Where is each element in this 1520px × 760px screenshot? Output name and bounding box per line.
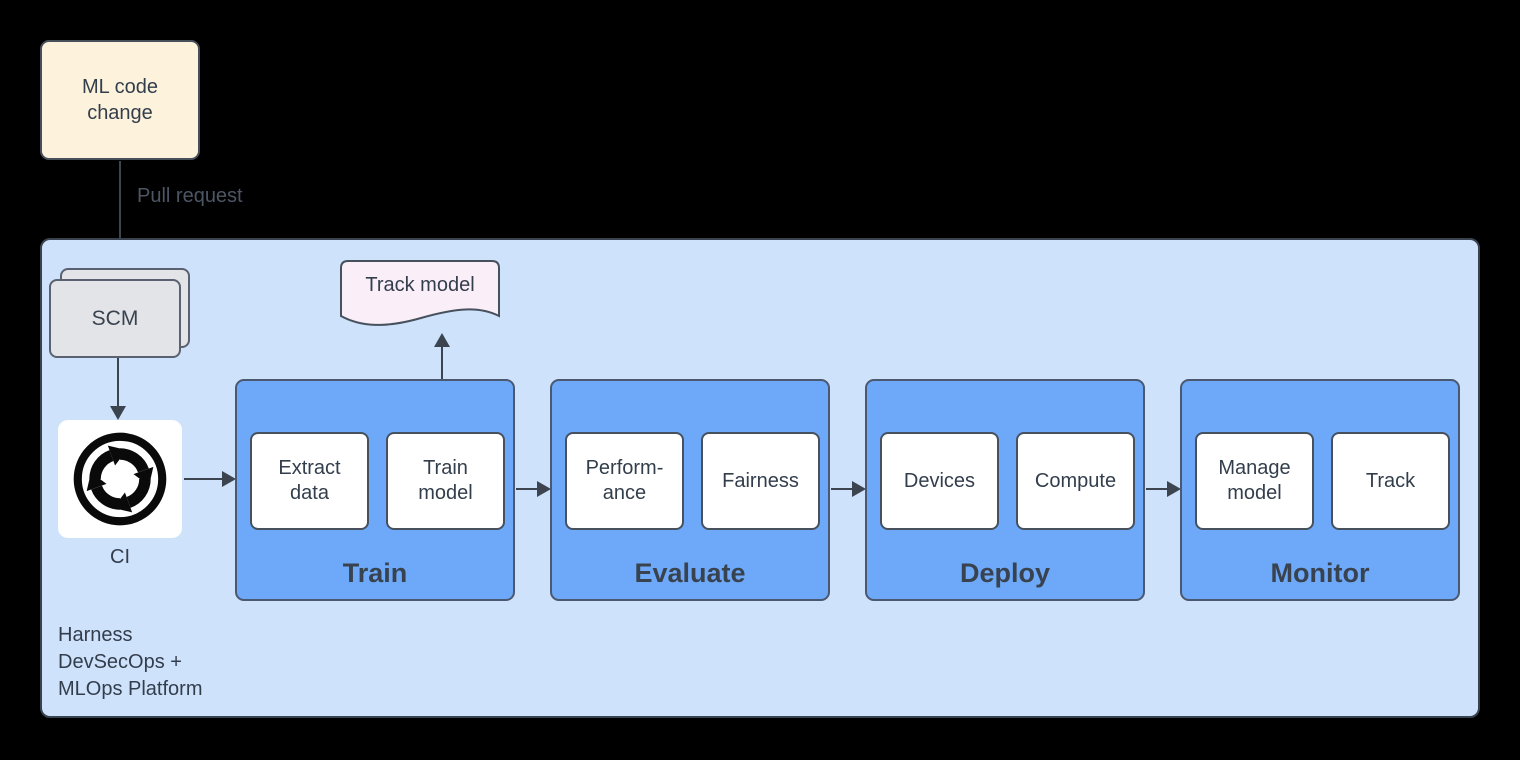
document-shape [340, 260, 500, 326]
arrow-deploy-monitor-line [1146, 488, 1170, 490]
stage-label-deploy: Deploy [959, 558, 1051, 588]
stage-monitor: Manage model Track Monitor [1180, 379, 1460, 601]
stage-label-train: Train [342, 558, 408, 588]
stage-item-performance: Perform- ance [565, 432, 684, 530]
stage-deploy: Devices Compute Deploy [865, 379, 1145, 601]
arrow-track-line [441, 346, 443, 379]
ci-label: CI [110, 546, 130, 568]
arrow-ci-train-line [184, 478, 224, 480]
arrow-evaluate-deploy-line [831, 488, 855, 490]
arrow-train-evaluate-line [516, 488, 540, 490]
arrow-evaluate-deploy-head [852, 481, 866, 497]
stage-evaluate: Perform- ance Fairness Evaluate [550, 379, 830, 601]
stage-item-track: Track [1331, 432, 1450, 530]
stage-item-train-model: Train model [386, 432, 505, 530]
arrow-scm-ci-head [110, 406, 126, 420]
arrow-pull-request-line [119, 161, 121, 260]
pull-request-label: Pull request [137, 185, 243, 207]
stage-item-fairness: Fairness [701, 432, 820, 530]
track-model-doc: Track model [340, 260, 500, 332]
stage-label-monitor: Monitor [1270, 558, 1370, 588]
stage-item-extract-data: Extract data [250, 432, 369, 530]
stage-item-devices: Devices [880, 432, 999, 530]
track-model-label: Track model [365, 274, 475, 296]
arrow-ci-train-head [222, 471, 236, 487]
arrow-scm-ci-line [117, 358, 119, 407]
ci-tile [58, 420, 182, 538]
ci-cycle-icon [73, 432, 167, 526]
arrow-train-evaluate-head [537, 481, 551, 497]
arrow-deploy-monitor-head [1167, 481, 1181, 497]
stage-item-manage-model: Manage model [1195, 432, 1314, 530]
scm-box: SCM [49, 279, 181, 358]
stage-label-evaluate: Evaluate [634, 558, 746, 588]
arrow-track-head [434, 333, 450, 347]
stage-item-compute: Compute [1016, 432, 1135, 530]
stage-train: Extract data Train model Train [235, 379, 515, 601]
platform-label: Harness DevSecOps + MLOps Platform [58, 624, 203, 700]
ml-code-change-box: ML code change [40, 40, 200, 160]
